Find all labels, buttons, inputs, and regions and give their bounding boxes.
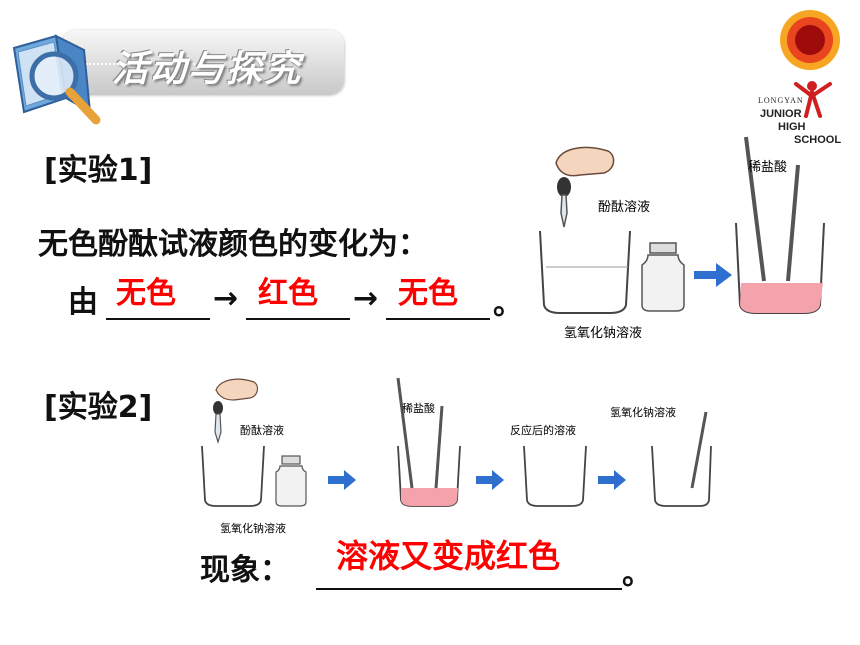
phenomenon-answer: 溶液又变成红色 [336, 537, 561, 575]
experiment2-label: [实验2] [44, 390, 153, 425]
bottle-icon [641, 254, 685, 312]
logo-text-high: HIGH [778, 121, 806, 133]
process-arrow-icon [328, 470, 356, 490]
experiment2-figure: 酚酞溶液 氢氧化钠溶液 稀盐酸 反应后的溶液 氢氧化钠溶液 [201, 377, 712, 535]
experiment1-prefix: 由 [68, 285, 98, 320]
dropper-tube-icon [560, 194, 568, 228]
answer-1: 无色 [116, 276, 176, 311]
experiment1-figure: 酚酞溶液 稀盐酸 氢氧化钠溶液 [539, 136, 825, 341]
beaker-icon [523, 445, 587, 507]
dropper-bulb-icon [557, 177, 571, 197]
phenomenon-label: 现象： [200, 553, 290, 588]
bottle-icon [275, 465, 307, 507]
sentence-end-1: 。 [493, 287, 523, 322]
process-arrow-icon [476, 470, 504, 490]
label-after-reaction: 反应后的溶液 [510, 423, 576, 437]
arrow-1: → [213, 281, 239, 316]
process-arrow-icon [694, 263, 732, 287]
label-hydrochloric-acid-2: 稀盐酸 [402, 401, 435, 415]
banner-dotted-line [86, 63, 206, 65]
experiment1-question: 无色酚酞试液颜色的变化为： [38, 227, 428, 262]
sentence-end-2: 。 [622, 557, 652, 592]
logo-text-junior: JUNIOR [760, 108, 802, 120]
answer-blank-1 [106, 318, 210, 320]
answer-3: 无色 [398, 276, 458, 311]
label-phenolphthalein: 酚酞溶液 [598, 200, 650, 215]
answer-blank-2 [246, 318, 350, 320]
magnifier-book-icon [12, 34, 101, 125]
label-sodium-hydroxide-3: 氢氧化钠溶液 [610, 405, 676, 419]
answer-2: 红色 [258, 276, 318, 311]
answer-blank-3 [386, 318, 490, 320]
logo-text-longyan: LONGYAN [758, 96, 804, 105]
beaker-icon [651, 445, 712, 507]
arrow-2: → [353, 281, 379, 316]
answer-blank-4 [316, 588, 622, 590]
school-logo-icon [780, 10, 840, 118]
label-phenolphthalein-2: 酚酞溶液 [240, 423, 284, 437]
glass-rod-icon [744, 136, 766, 282]
beaker-icon [539, 230, 631, 314]
process-arrow-icon [598, 470, 626, 490]
dropper-rod-icon [690, 411, 708, 489]
logo-text-school: SCHOOL [794, 134, 842, 146]
pink-solution [740, 283, 823, 313]
hand-icon [555, 146, 615, 177]
section-title: 活动与探究 [112, 49, 303, 90]
glass-rod-icon [396, 377, 414, 489]
section-banner [62, 30, 344, 94]
hand-icon [215, 378, 259, 401]
beaker-icon [201, 445, 265, 507]
dropper-rod-icon [786, 164, 800, 282]
label-sodium-hydroxide: 氢氧化钠溶液 [564, 326, 642, 341]
label-sodium-hydroxide-2: 氢氧化钠溶液 [220, 521, 286, 535]
experiment1-label: [实验1] [44, 153, 153, 188]
pink-solution [401, 488, 458, 506]
label-hydrochloric-acid: 稀盐酸 [748, 160, 787, 175]
